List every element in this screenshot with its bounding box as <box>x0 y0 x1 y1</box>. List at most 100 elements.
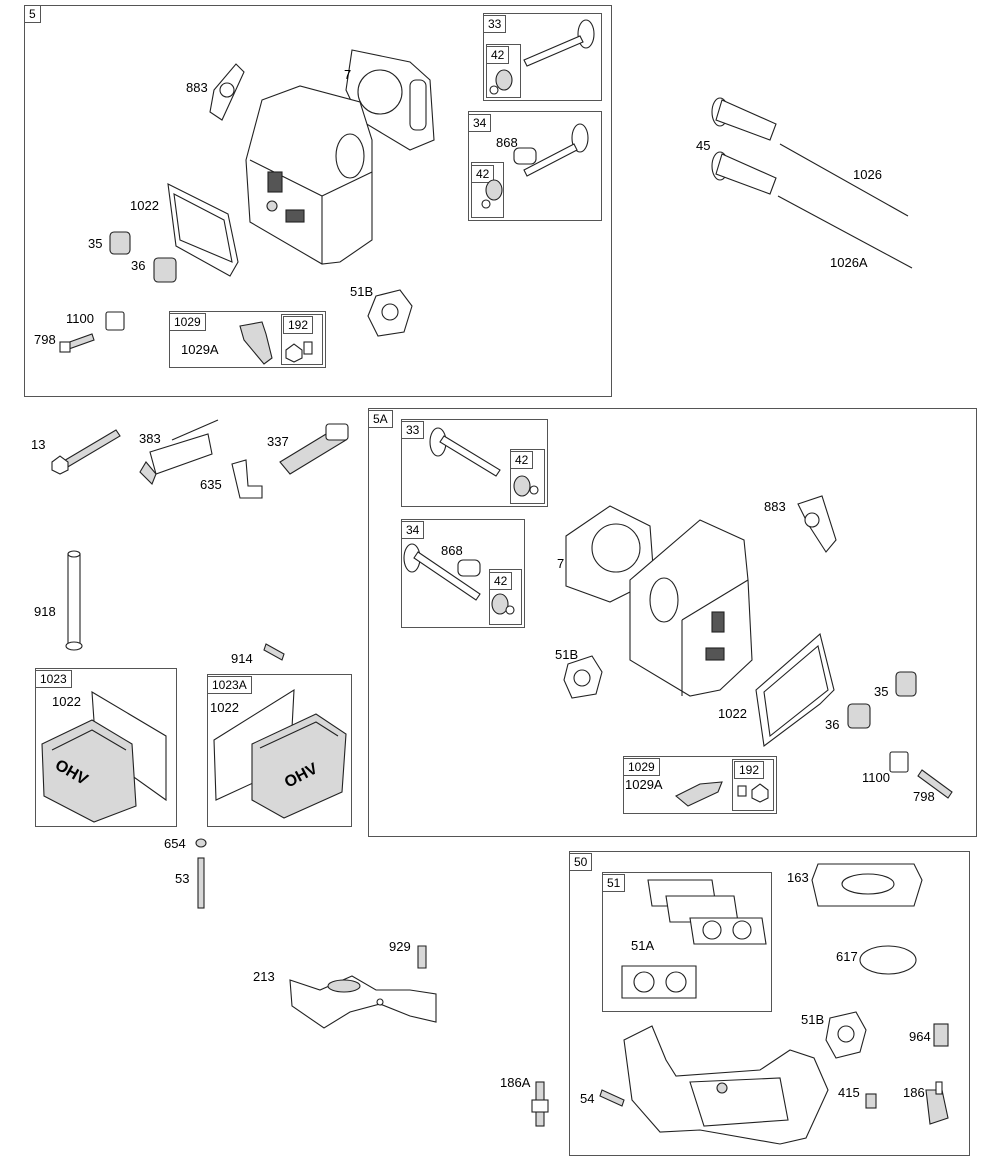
gasket-51B-part <box>367 289 413 337</box>
group-1023-frame <box>35 668 177 827</box>
callout-617: 617 <box>836 949 858 964</box>
callout-186A: 186A <box>500 1075 531 1090</box>
callout-1100: 1100 <box>862 770 890 785</box>
bolt-798-part <box>917 769 953 799</box>
group-42-frame <box>489 569 522 625</box>
valve-33-part <box>429 427 501 477</box>
callout-798: 798 <box>913 789 935 804</box>
spring-36-part <box>847 703 871 729</box>
group-1029-frame <box>623 756 777 814</box>
stud-53-part <box>197 857 205 909</box>
valve-34-part <box>523 123 589 177</box>
group-34-frame <box>468 111 602 221</box>
seal-42-part <box>481 179 503 209</box>
callout-51B: 51B <box>801 1012 825 1027</box>
valve-cover-gasket-1022-part <box>755 632 835 747</box>
fitting-415-part <box>865 1093 877 1109</box>
group-34-frame <box>401 519 525 628</box>
bolt-798-part <box>59 333 95 353</box>
callout-1022: 1022 <box>210 700 239 715</box>
group-34-tag: 34 <box>401 521 425 539</box>
elbow-635-part <box>231 459 263 499</box>
screw-929-part <box>417 945 427 969</box>
group-33-frame <box>401 419 548 507</box>
valve-cover-1023-part <box>41 719 137 823</box>
group-33-tag: 33 <box>483 15 507 33</box>
callout-883: 883 <box>764 499 786 514</box>
callout-1022: 1022 <box>130 198 159 213</box>
callout-36: 36 <box>825 717 840 732</box>
callout-964: 964 <box>909 1029 931 1044</box>
push-rod-1026-part <box>779 143 909 217</box>
callout-13: 13 <box>31 437 46 452</box>
group-50-tag: 50 <box>569 853 593 871</box>
group-42-tag: 42 <box>486 46 510 64</box>
seal-42-part <box>513 475 539 497</box>
callout-918: 918 <box>34 604 56 619</box>
sleeve-964-part <box>933 1023 949 1047</box>
group-5A-tag: 5A <box>368 410 393 428</box>
callout-798: 798 <box>34 332 56 347</box>
o-ring-617-part <box>859 945 917 975</box>
group-1029-tag: 1029 <box>623 758 660 776</box>
callout-36: 36 <box>131 258 146 273</box>
spring-35-part <box>895 671 917 697</box>
gasket-163-part <box>811 863 923 907</box>
cylinder-head-part <box>629 519 753 697</box>
group-1029-frame <box>169 311 326 368</box>
callout-1026A: 1026A <box>830 255 868 270</box>
seal-42-part <box>491 593 515 615</box>
valve-cover-1023A-part <box>251 713 347 819</box>
intake-manifold-part <box>623 1025 829 1145</box>
group-51-tag: 51 <box>602 874 626 892</box>
gasket-883-part <box>209 63 245 121</box>
gasket-883-part <box>797 495 837 553</box>
callout-163: 163 <box>787 870 809 885</box>
nut-1100-part <box>105 311 125 331</box>
group-192-tag: 192 <box>283 316 314 334</box>
group-1023-tag: 1023 <box>35 670 72 688</box>
callout-45: 45 <box>696 138 711 153</box>
nut-192-part <box>737 783 769 803</box>
callout-7: 7 <box>344 67 352 82</box>
nut-1100-part <box>889 751 909 773</box>
seal-42-part <box>489 69 513 95</box>
tube-918-part <box>65 550 83 651</box>
callout-868: 868 <box>441 543 463 558</box>
group-192-frame <box>281 314 323 365</box>
group-1023A-frame <box>207 674 352 827</box>
group-34-tag: 34 <box>468 114 492 132</box>
valve-33-part <box>523 19 595 67</box>
group-50-frame <box>569 851 970 1156</box>
nut-192-part <box>285 341 313 363</box>
cylinder-head-part <box>245 85 373 265</box>
group-42-tag: 42 <box>489 572 513 590</box>
gasket-51B-part <box>825 1011 867 1059</box>
callout-1026: 1026 <box>853 167 882 182</box>
valve-cover-gasket-1022-part <box>167 183 239 277</box>
group-5-tag: 5 <box>24 5 41 23</box>
push-rod-1026A-part <box>777 195 913 269</box>
callout-868: 868 <box>496 135 518 150</box>
group-42-frame <box>510 449 545 504</box>
callout-635: 635 <box>200 477 222 492</box>
callout-883: 883 <box>186 80 208 95</box>
callout-186: 186 <box>903 1085 925 1100</box>
screw-54-part <box>599 1089 625 1107</box>
group-42-frame <box>486 44 521 98</box>
callout-51A: 51A <box>631 938 655 953</box>
callout-654: 654 <box>164 836 186 851</box>
callout-1029A: 1029A <box>181 342 219 357</box>
group-51-frame <box>602 872 772 1012</box>
gasket-51B-part <box>563 655 603 699</box>
fitting-186-part <box>925 1081 949 1125</box>
nut-654-part <box>195 838 207 848</box>
group-33-tag: 33 <box>401 421 425 439</box>
screw-914-part <box>263 643 285 661</box>
head-gasket-7-part <box>345 49 435 151</box>
bracket-213-part <box>289 975 437 1029</box>
callout-53: 53 <box>175 871 190 886</box>
callout-7: 7 <box>557 556 565 571</box>
group-192-frame <box>732 759 774 811</box>
